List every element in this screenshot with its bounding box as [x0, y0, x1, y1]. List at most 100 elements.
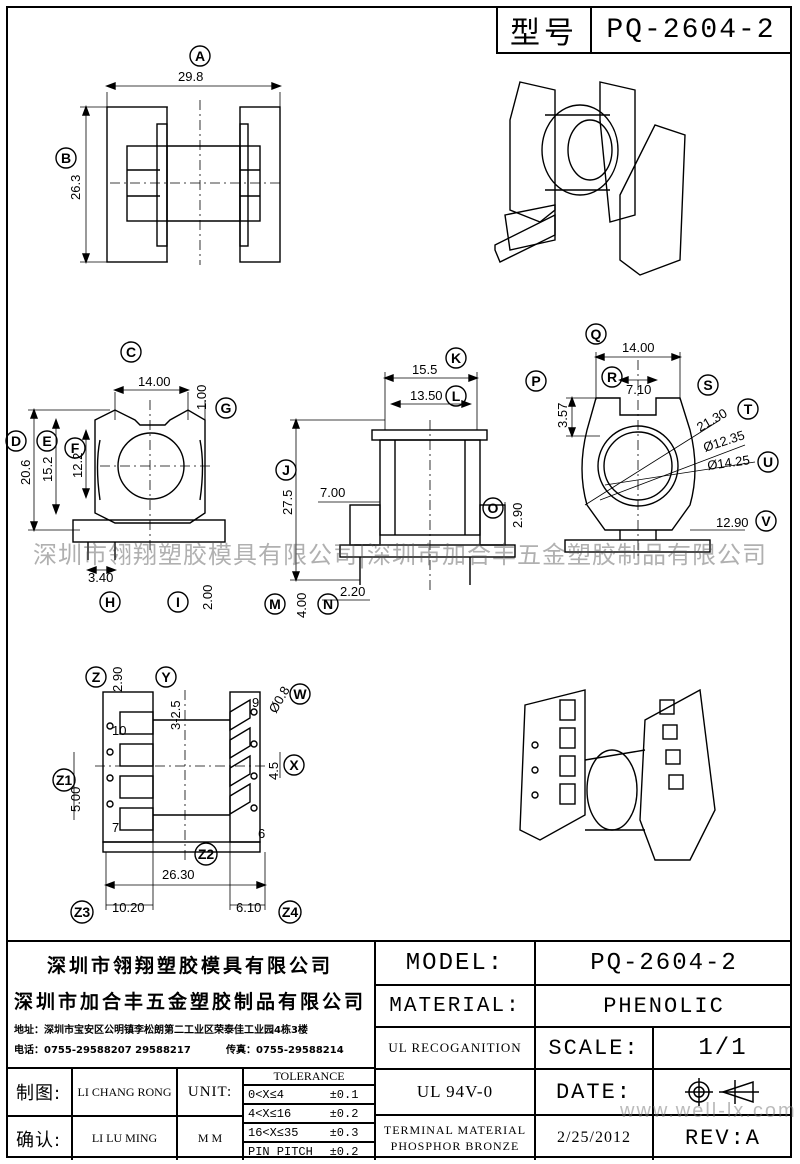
- model-header-value: PQ-2604-2: [606, 14, 776, 46]
- end-view: [564, 352, 756, 560]
- dim-K: 15.5: [412, 362, 437, 377]
- dim-R: 7.10: [626, 382, 651, 397]
- model-value: PQ-2604-2: [534, 942, 792, 984]
- terminal-material-value: PHOSPHOR BRONZE: [390, 1139, 520, 1153]
- company-name-1: 深圳市翎翔塑胶模具有限公司: [46, 954, 333, 977]
- confirm-value: LI LU MING: [71, 1115, 176, 1160]
- ul-label: UL RECOGANITION: [374, 1026, 534, 1068]
- dim-Z1: 5.00: [68, 787, 83, 812]
- ul-value: UL 94V-0: [374, 1068, 534, 1114]
- company-name-2: 深圳市加合丰五金塑胶制品有限公司: [13, 990, 366, 1013]
- dim-M: 4.00: [294, 593, 309, 618]
- label-N: N: [323, 596, 333, 612]
- dim-Y: 3-2.5: [168, 700, 183, 730]
- pin-7: 7: [112, 820, 119, 835]
- tolerance-value-3: ±0.3: [314, 1122, 374, 1141]
- drawing-frame: [6, 6, 792, 1158]
- dim-Q: 14.00: [622, 340, 655, 355]
- label-A: A: [195, 48, 205, 64]
- drawn-value: LI CHANG RONG: [71, 1067, 176, 1115]
- dim-L: 13.50: [410, 388, 443, 403]
- label-V: V: [761, 513, 771, 529]
- material-value: PHENOLIC: [534, 984, 792, 1026]
- drawn-label: 制图:: [6, 1067, 71, 1115]
- tolerance-range-2: 4<X≤16: [242, 1103, 314, 1122]
- dim-I: 2.00: [200, 585, 215, 610]
- tolerance-range-1: 0<X≤4: [242, 1084, 314, 1103]
- label-Z: Z: [92, 669, 101, 685]
- label-Q: Q: [591, 326, 602, 342]
- label-B: B: [61, 150, 71, 166]
- dim-Z2: 26.30: [162, 867, 195, 882]
- dim-Z: 2.90: [110, 667, 125, 692]
- dimension-texts: 29.8 26.3 14.00 1.00 20.6 15.2 12.2 3.40…: [18, 69, 751, 915]
- company-address: 地址：深圳市宝安区公明镇李松朗第二工业区荣泰佳工业园4栋3楼: [14, 1024, 308, 1036]
- watermark-url: www.well-lx.com: [620, 1100, 797, 1122]
- label-S: S: [703, 377, 712, 393]
- revision: REV:A: [652, 1114, 792, 1160]
- label-J: J: [282, 462, 290, 478]
- model-label: MODEL:: [374, 942, 534, 984]
- label-W: W: [293, 686, 307, 702]
- label-bubbles: A B C G D E F H I K L J O M N P Q R S T …: [5, 45, 779, 924]
- label-G: G: [221, 400, 232, 416]
- label-M: M: [269, 596, 281, 612]
- projection-icon: [685, 1078, 759, 1106]
- title-block: 深圳市翎翔塑胶模具有限公司 深圳市加合丰五金塑胶制品有限公司 地址：深圳市宝安区…: [6, 940, 792, 1160]
- label-C: C: [126, 344, 136, 360]
- dim-Z4: 6.10: [236, 900, 261, 915]
- date-value: 2/25/2012: [534, 1114, 652, 1160]
- label-U: U: [763, 454, 773, 470]
- label-Z1: Z1: [56, 772, 73, 788]
- dim-J: 27.5: [280, 490, 295, 515]
- unit-value: M M: [176, 1115, 242, 1160]
- company-phone: 电话：0755-29588207 29588217: [14, 1044, 191, 1056]
- tolerance-range-3: 16<X≤35: [242, 1122, 314, 1141]
- label-Y: Y: [161, 669, 171, 685]
- dim-C: 14.00: [138, 374, 171, 389]
- label-Z4: Z4: [282, 904, 299, 920]
- dim-F: 12.2: [70, 453, 85, 478]
- label-X: X: [289, 757, 299, 773]
- side-view: [290, 372, 516, 601]
- label-I: I: [176, 594, 180, 610]
- tolerance-value-4: ±0.2: [314, 1141, 374, 1160]
- dim-H: 3.40: [88, 570, 113, 585]
- label-H: H: [105, 594, 115, 610]
- tolerance-range-4: PIN PITCH: [242, 1141, 314, 1160]
- dim-V: 12.90: [716, 515, 749, 530]
- top-view: [80, 81, 282, 265]
- dim-W: Ø0.8: [266, 684, 293, 716]
- tolerance-label: TOLERANCE: [242, 1067, 374, 1084]
- dim-G: 1.00: [194, 385, 209, 410]
- label-D: D: [11, 433, 21, 449]
- scale-label: SCALE:: [534, 1026, 652, 1068]
- label-F: F: [71, 440, 80, 456]
- label-Z2: Z2: [198, 846, 215, 862]
- dim-D: 20.6: [18, 460, 33, 485]
- label-R: R: [607, 369, 617, 385]
- dim-U: Ø14.25: [706, 452, 750, 473]
- dim-P: 3.57: [555, 403, 570, 428]
- label-K: K: [451, 350, 461, 366]
- dim-N: 2.20: [340, 584, 365, 599]
- isometric-view-bottom: [519, 688, 716, 861]
- dim-Z3: 10.20: [112, 900, 145, 915]
- dim-A: 29.8: [178, 69, 203, 84]
- front-view: [28, 385, 226, 575]
- dim-S: 21.30: [694, 405, 730, 434]
- label-P: P: [531, 373, 540, 389]
- dim-T: Ø12.35: [701, 427, 746, 454]
- company-fax: 传真：0755-29588214: [226, 1044, 344, 1056]
- tolerance-value-2: ±0.2: [314, 1103, 374, 1122]
- dim-O: 2.90: [510, 503, 525, 528]
- label-O: O: [488, 500, 499, 516]
- pin-10: 10: [112, 723, 126, 738]
- terminal-material: TERMINAL MATERIAL PHOSPHOR BRONZE: [374, 1114, 534, 1160]
- label-E: E: [42, 433, 51, 449]
- dim-E: 15.2: [40, 457, 55, 482]
- label-L: L: [452, 388, 461, 404]
- label-T: T: [744, 401, 753, 417]
- tolerance-value-1: ±0.1: [314, 1084, 374, 1103]
- pin-6: 6: [258, 826, 265, 841]
